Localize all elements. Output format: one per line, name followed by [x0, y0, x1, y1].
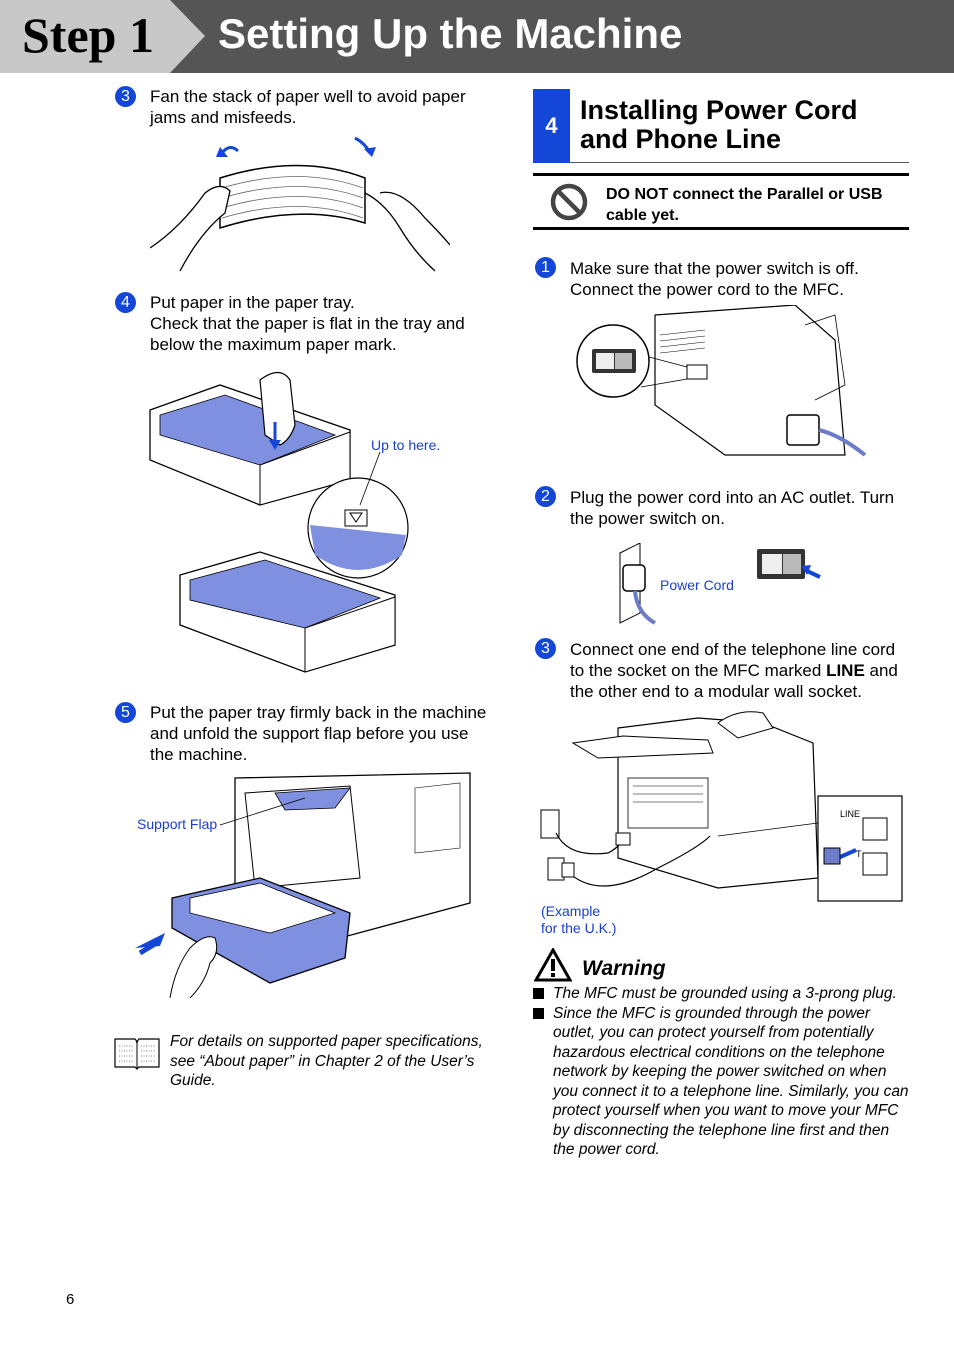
step-text-line: Check that the paper is flat in the tray…	[150, 314, 465, 354]
page-number: 6	[66, 1291, 75, 1308]
warning-item: Since the MFC is grounded through the po…	[533, 1004, 913, 1160]
step-number: 1	[535, 257, 556, 278]
warning-item: The MFC must be grounded using a 3-prong…	[533, 984, 913, 1004]
caption-example-line: for the U.K.)	[541, 920, 617, 936]
caption-power-cord: Power Cord	[660, 577, 734, 593]
bullet-square	[533, 988, 544, 999]
warning-icon	[534, 948, 572, 982]
page-title: Setting Up the Machine	[218, 10, 683, 57]
warning-list: The MFC must be grounded using a 3-prong…	[533, 984, 913, 1160]
step-text: Put the paper tray firmly back in the ma…	[150, 703, 487, 764]
step-text-part: Connect one end of the telephone line co…	[570, 640, 896, 680]
section-number: 4	[533, 89, 570, 163]
bullet-square	[533, 1007, 544, 1019]
step-text: Plug the power cord into an AC outlet. T…	[570, 488, 895, 528]
power-switch-illustration	[576, 305, 867, 457]
step-text: Fan the stack of paper well to avoid pap…	[150, 87, 466, 127]
ac-outlet-illustration	[619, 543, 821, 625]
fan-paper-illustration	[150, 136, 450, 272]
caption-support-flap: Support Flap	[137, 816, 218, 832]
step-number: 2	[535, 486, 556, 507]
step-text: Put paper in the paper tray. Check that …	[150, 292, 495, 355]
caption-example-line: (Example	[541, 903, 601, 919]
machine-tray-illustration	[135, 772, 471, 998]
prohibited-icon	[550, 183, 588, 221]
line-keyword: LINE	[826, 661, 865, 680]
step-badge	[0, 0, 205, 73]
warning-item-text: The MFC must be grounded using a 3-prong…	[553, 985, 897, 1002]
note-text: For details on supported paper specifica…	[170, 1033, 483, 1089]
t-port-label: T	[856, 849, 862, 859]
paper-tray-illustration	[149, 371, 409, 673]
caption-example: (Example for the U.K.)	[541, 903, 616, 937]
step-text-part: and the other end to a modular wall sock…	[570, 661, 898, 701]
step-text-line: Put paper in the paper tray.	[150, 293, 355, 312]
caution-rule-top	[533, 173, 909, 176]
warning-title: Warning	[582, 957, 666, 980]
caution-text: DO NOT connect the Parallel or USB cable…	[606, 186, 883, 224]
book-icon	[114, 1038, 160, 1070]
section-divider	[570, 162, 909, 163]
warning-item-text: Since the MFC is grounded through the po…	[553, 1004, 909, 1159]
step-number: 3	[115, 86, 136, 107]
caption-up-to-here: Up to here.	[371, 437, 441, 453]
phone-line-illustration	[540, 711, 903, 902]
step-label: Step 1	[22, 7, 154, 63]
step-number: 4	[115, 292, 136, 313]
caution-rule-bottom	[533, 227, 909, 230]
line-port-label: LINE	[840, 809, 861, 819]
section-title: Installing Power Cord and Phone Line	[580, 95, 858, 154]
step-number: 5	[115, 702, 136, 723]
step-text: Make sure that the power switch is off. …	[570, 259, 859, 299]
step-text: Connect one end of the telephone line co…	[570, 639, 910, 702]
step-number: 3	[535, 638, 556, 659]
